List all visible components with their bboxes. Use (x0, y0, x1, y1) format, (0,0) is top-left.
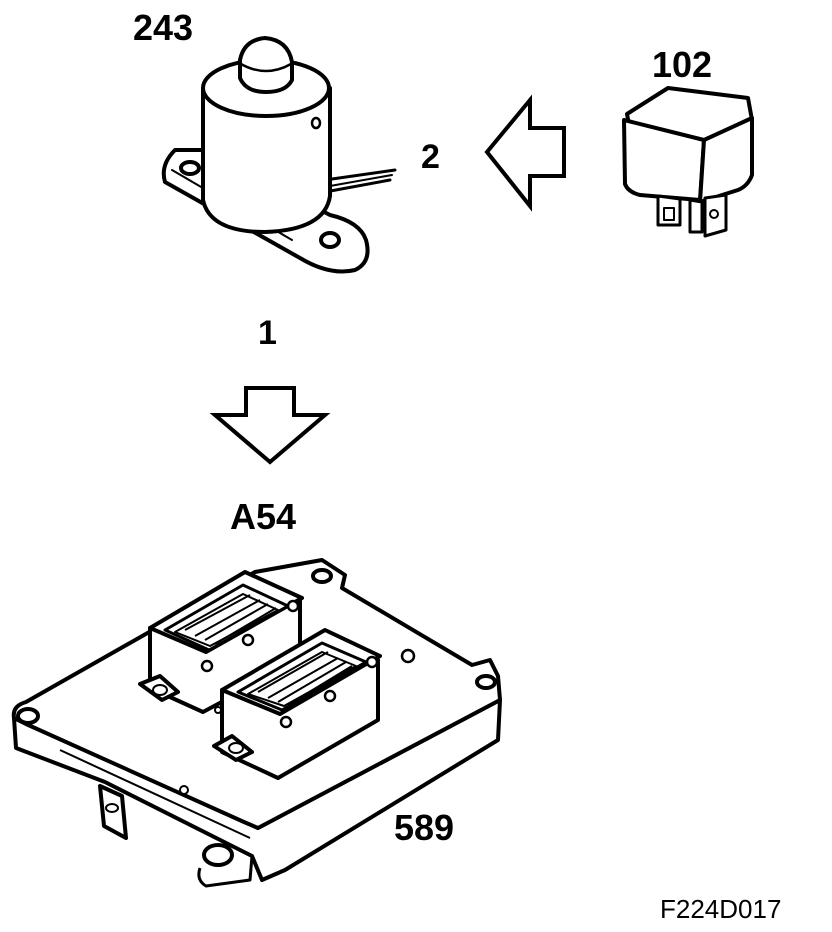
connector-group-label: A54 (230, 496, 297, 537)
control-unit-part-number: 589 (394, 807, 455, 848)
arrow-1-label: 1 (258, 314, 277, 352)
solenoid-part-number: 243 (133, 7, 194, 48)
arrow-down-icon (209, 386, 331, 465)
relay-part-number: 102 (652, 44, 713, 85)
control-unit-icon (11, 558, 502, 888)
figure-id: F224D017 (660, 894, 782, 924)
solenoid-valve-icon (161, 36, 397, 274)
arrow-left-icon (484, 94, 566, 212)
relay-icon (622, 86, 754, 238)
arrow-2-label: 2 (421, 138, 440, 176)
